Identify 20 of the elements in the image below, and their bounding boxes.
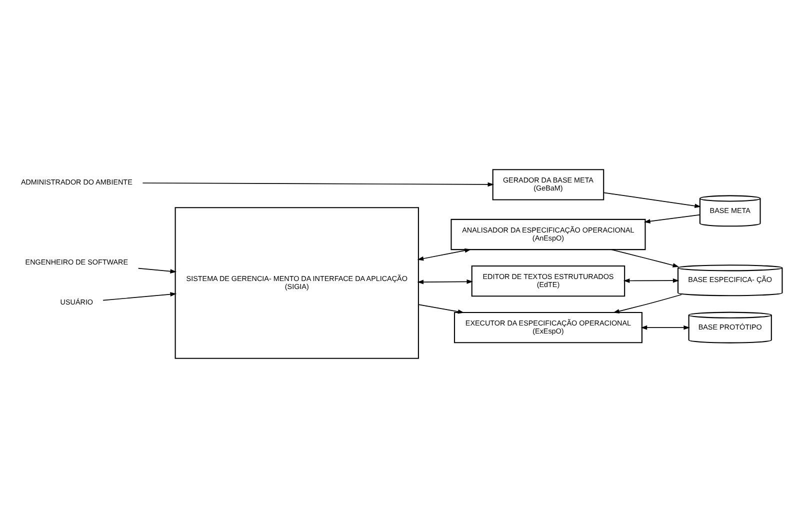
node-box: ANALISADOR DA ESPECIFICAÇÃO OPERACIONAL (AnEspO)	[450, 218, 646, 250]
node-box: GERADOR DA BASE META (GeBaM)	[492, 169, 604, 200]
node-text: ENGENHEIRO DE SOFTWARE	[25, 258, 128, 267]
arrow	[613, 294, 682, 314]
node-box: EDITOR DE TEXTOS ESTRUTURADOS (EdTE)	[471, 265, 626, 297]
arrow	[610, 249, 680, 268]
arrow	[623, 278, 680, 283]
arrow	[418, 304, 464, 314]
arrow	[603, 192, 701, 208]
arrow	[417, 248, 472, 261]
arrow	[138, 268, 177, 274]
arrow	[417, 279, 474, 284]
node-box: SISTEMA DE GERENCIA- MENTO DA INTERFACE DA APLICAÇÃO (SIGIA)	[174, 207, 419, 359]
arrow	[644, 214, 700, 224]
node-text: ADMINISTRADOR DO AMBIENTE	[20, 178, 132, 187]
node-text: USUÁRIO	[60, 298, 94, 307]
arrow	[142, 182, 494, 187]
node-box: EXECUTOR DA ESPECIFICAÇÃO OPERACIONAL (ExEspO)	[454, 312, 642, 344]
arrow	[102, 292, 177, 301]
arrow	[640, 325, 690, 330]
